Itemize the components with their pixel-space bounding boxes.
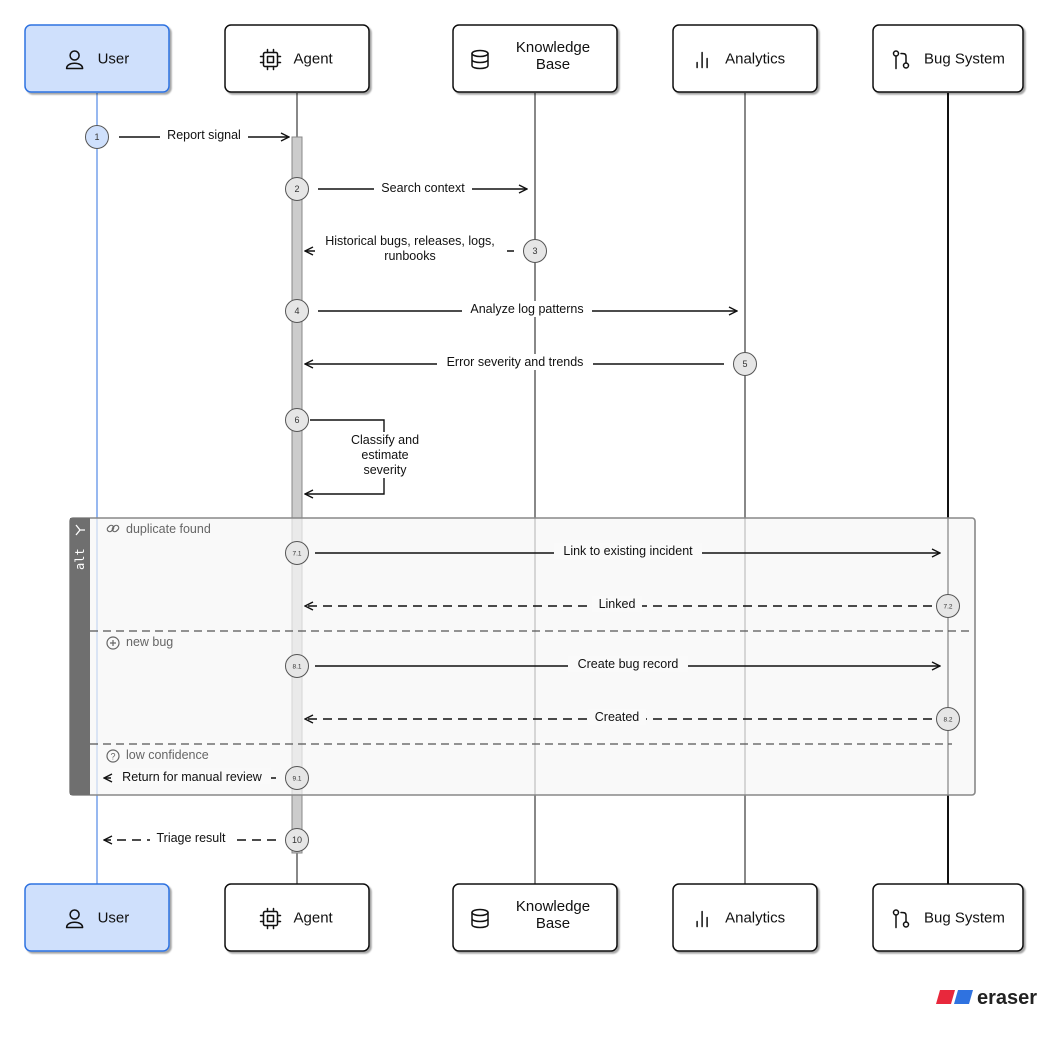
svg-text:8.1: 8.1 xyxy=(292,664,301,671)
participant-agent-bottom[interactable]: Agent xyxy=(224,883,370,952)
participant-label: Agent xyxy=(294,51,334,68)
svg-text:?: ? xyxy=(110,752,115,762)
cpu-icon xyxy=(259,48,282,71)
bar-chart-icon xyxy=(696,910,708,928)
participant-box xyxy=(24,24,170,93)
participant-label: Analytics xyxy=(725,910,785,927)
alt-tag-bar xyxy=(70,518,90,795)
message-label: Link to existing incident xyxy=(563,544,693,558)
help-circle-icon: ? xyxy=(106,749,120,763)
alt-condition-1: duplicate found xyxy=(126,522,211,536)
step-badge: 7.2 xyxy=(936,594,960,618)
participant-analytics-top[interactable]: Analytics xyxy=(672,24,818,93)
logo-mark-blue xyxy=(954,990,973,1004)
svg-text:4: 4 xyxy=(294,306,299,316)
svg-text:6: 6 xyxy=(294,415,299,425)
cpu-icon xyxy=(259,907,282,930)
svg-text:7.2: 7.2 xyxy=(943,604,952,611)
participant-box xyxy=(672,883,818,952)
database-icon xyxy=(471,908,489,929)
participant-bug-bottom[interactable]: Bug System xyxy=(872,883,1024,952)
step-badge: 4 xyxy=(285,299,309,323)
step-badge: 7.1 xyxy=(285,541,309,565)
participant-label: Bug System xyxy=(924,51,1005,68)
bar-chart-icon xyxy=(696,51,708,69)
svg-text:10: 10 xyxy=(292,835,302,845)
alt-condition-2: new bug xyxy=(126,635,173,649)
step-badge: 3 xyxy=(523,239,547,263)
eraser-logo: eraser xyxy=(936,987,1037,1009)
svg-text:8.2: 8.2 xyxy=(943,717,952,724)
user-icon xyxy=(65,909,84,929)
alt-frame: alt duplicate found new bug ? low confid… xyxy=(69,517,976,796)
message-label: Triage result xyxy=(156,831,226,845)
participant-box xyxy=(672,24,818,93)
message-label: Search context xyxy=(381,181,465,195)
participant-label: Agent xyxy=(294,910,334,927)
message-label: Return for manual review xyxy=(122,770,263,784)
database-icon xyxy=(471,49,489,70)
plus-circle-icon xyxy=(106,636,120,650)
participant-label: User xyxy=(98,910,130,927)
svg-text:7.1: 7.1 xyxy=(292,551,301,558)
participant-analytics-bottom[interactable]: Analytics xyxy=(672,883,818,952)
git-pull-request-icon xyxy=(892,909,910,929)
svg-text:9.1: 9.1 xyxy=(292,776,301,783)
participant-bug-top[interactable]: Bug System xyxy=(872,24,1024,93)
logo-mark-red xyxy=(936,990,955,1004)
step-badge: 1 xyxy=(85,125,109,149)
user-icon xyxy=(65,50,84,70)
message-label: Created xyxy=(595,710,640,724)
participant-box xyxy=(452,24,618,93)
step-badges: 1 2 3 4 5 6 7.1 7.2 8.1 8.2 9.1 10 xyxy=(85,125,960,852)
participant-box xyxy=(24,883,170,952)
participant-user-top[interactable]: User xyxy=(24,24,170,93)
participant-box xyxy=(224,24,370,93)
participant-box xyxy=(872,883,1024,952)
step-badge: 5 xyxy=(733,352,757,376)
participant-agent-top[interactable]: Agent xyxy=(224,24,370,93)
message-label: Create bug record xyxy=(578,657,679,671)
alt-tag: alt xyxy=(73,548,87,570)
participant-box xyxy=(872,24,1024,93)
message-label: Error severity and trends xyxy=(447,355,584,369)
step-badge: 8.1 xyxy=(285,654,309,678)
participant-user-bottom[interactable]: User xyxy=(24,883,170,952)
git-pull-request-icon xyxy=(892,50,910,70)
svg-text:1: 1 xyxy=(94,132,99,142)
message-label: Report signal xyxy=(167,128,241,142)
activation-bar-agent xyxy=(291,136,303,854)
brand-label: eraser xyxy=(977,987,1037,1009)
participant-box xyxy=(452,883,618,952)
step-badge: 9.1 xyxy=(285,766,309,790)
message-label: Analyze log patterns xyxy=(470,302,583,316)
message-label: Historical bugs, releases, logs,runbooks xyxy=(325,234,495,263)
participant-label: Analytics xyxy=(725,51,785,68)
step-badge: 10 xyxy=(285,828,309,852)
svg-text:5: 5 xyxy=(742,359,747,369)
participant-label: Bug System xyxy=(924,910,1005,927)
step-badge: 8.2 xyxy=(936,707,960,731)
link-icon xyxy=(106,524,120,533)
svg-text:2: 2 xyxy=(294,184,299,194)
message-label: Linked xyxy=(599,597,636,611)
alt-condition-3: low confidence xyxy=(126,748,209,762)
alt-icon xyxy=(75,524,85,536)
participant-box xyxy=(224,883,370,952)
messages: Report signal Search context Historical … xyxy=(104,127,940,846)
svg-text:3: 3 xyxy=(532,246,537,256)
step-badge: 2 xyxy=(285,177,309,201)
step-badge: 6 xyxy=(285,408,309,432)
participant-label: User xyxy=(98,51,130,68)
